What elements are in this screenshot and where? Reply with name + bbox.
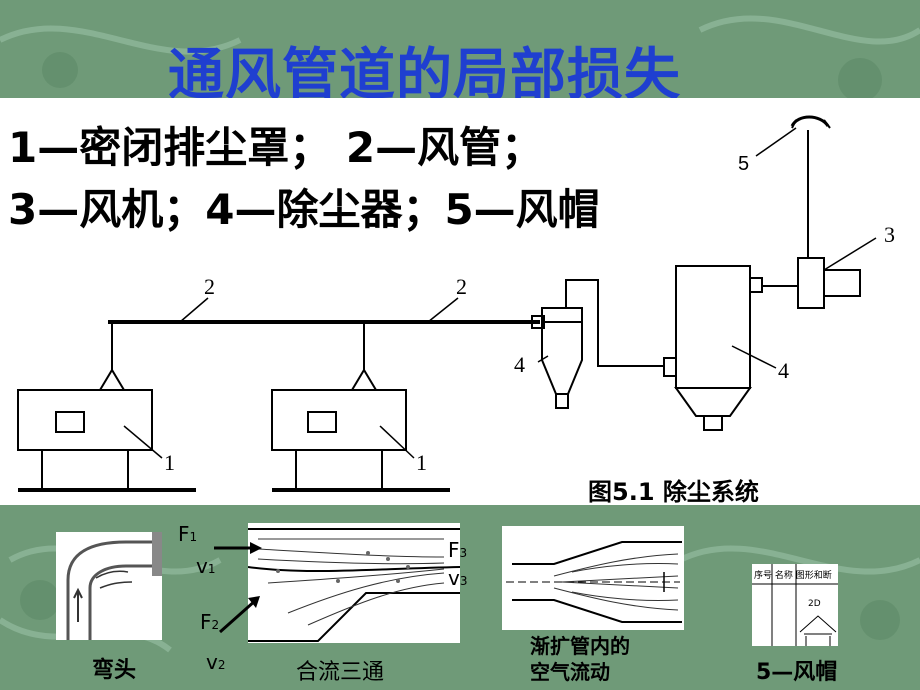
hood-1 bbox=[17, 368, 196, 492]
diagram-panel bbox=[0, 98, 920, 505]
label-hood-1: 1 bbox=[164, 450, 175, 475]
label-duct-1: 2 bbox=[204, 274, 215, 299]
fan bbox=[797, 130, 861, 309]
diffuser-image bbox=[502, 526, 684, 630]
legend-line-2: 3—风机；4—除尘器；5—风帽 bbox=[8, 185, 600, 234]
tee-label-f1: F1 bbox=[178, 522, 198, 546]
hood-2 bbox=[271, 368, 450, 492]
label-collector-small: 4 bbox=[514, 352, 525, 377]
label-collector-large: 4 bbox=[778, 358, 789, 383]
label-fan: 3 bbox=[884, 222, 895, 247]
tee-label-v3: v3 bbox=[448, 566, 468, 590]
cap bbox=[790, 115, 831, 129]
elbow-image bbox=[56, 532, 162, 640]
tee-arrows bbox=[214, 542, 262, 634]
junction-tee-image bbox=[248, 523, 460, 643]
label-hood-2: 1 bbox=[416, 450, 427, 475]
collector-large bbox=[663, 265, 798, 431]
tee-caption: 合流三通 bbox=[296, 660, 385, 685]
tee-label-v2: v2 bbox=[206, 650, 226, 674]
wind-cap-caption: 5—风帽 bbox=[756, 660, 838, 685]
tee-label-v1: v1 bbox=[196, 554, 216, 578]
table-dimension: 2D bbox=[808, 599, 821, 609]
label-duct-2: 2 bbox=[456, 274, 467, 299]
table-header: 序号 名称 图形和断 bbox=[754, 569, 832, 581]
diffuser-caption-line-2: 空气流动 bbox=[530, 660, 610, 684]
slide-title: 通风管道的局部损失 bbox=[168, 43, 681, 108]
tee-label-f3: F3 bbox=[448, 538, 468, 562]
elbow-caption: 弯头 bbox=[92, 658, 137, 683]
label-cap: 5 bbox=[738, 153, 749, 175]
dust-removal-system-diagram: 1 1 2 2 4 4 3 5 bbox=[17, 115, 895, 492]
wind-cap-table-image: 序号 名称 图形和断 2D bbox=[752, 564, 838, 646]
tee-label-f2: F2 bbox=[200, 610, 220, 634]
diffuser-caption-line-1: 渐扩管内的 bbox=[530, 634, 630, 658]
collector-small bbox=[531, 279, 664, 409]
figure-caption: 图5.1 除尘系统 bbox=[588, 478, 759, 506]
legend-line-1: 1—密闭排尘罩； 2—风管； bbox=[8, 123, 544, 172]
